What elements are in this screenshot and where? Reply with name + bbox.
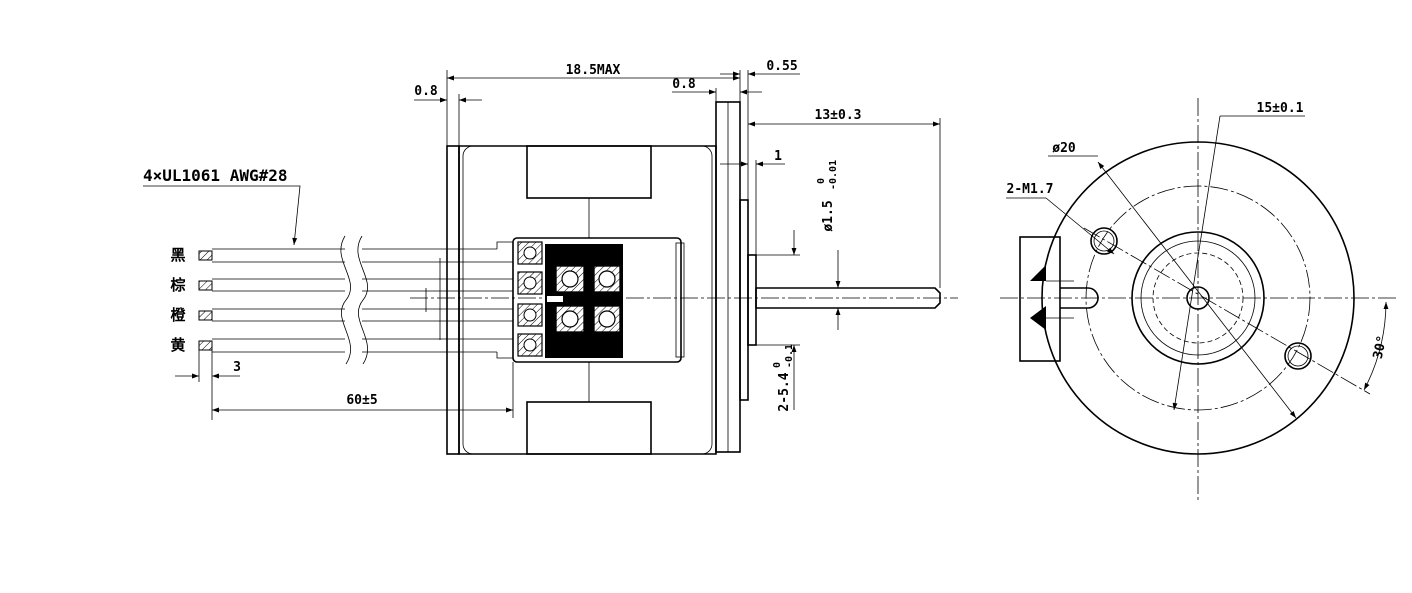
wire-spec: 4×UL1061 AWG#28 (143, 166, 288, 185)
rear-flange (446, 145, 460, 455)
wire-color-brown: 棕 (170, 276, 185, 294)
dim-boss-tol-upper: 0 (772, 362, 783, 368)
magnet-top (526, 145, 652, 199)
lead-wires (198, 235, 513, 365)
dim-mount-holes: 2-M1.7 (1007, 182, 1054, 197)
magnet-bottom (526, 401, 652, 455)
boss-step (747, 254, 757, 346)
mount-hole-2 (1284, 342, 1312, 370)
dim-strip-length: 3 (233, 360, 241, 375)
dim-shaft-length: 13±0.3 (815, 108, 862, 123)
boss (739, 199, 749, 401)
terminal-block (512, 237, 682, 363)
dim-boss-height: 0.55 (766, 59, 797, 74)
dim-boss-step: 1 (774, 149, 782, 164)
wire-color-yellow: 黄 (170, 336, 185, 354)
wire-color-black: 黑 (170, 246, 185, 264)
dim-end-cap: 0.8 (672, 77, 696, 92)
dim-shaft-tol-upper: 0 (816, 178, 827, 184)
mount-hole-1 (1090, 227, 1118, 255)
dim-boss-diameter-group: 2-5.4 0 -0.1 (772, 344, 795, 412)
dim-mount-pitch: 15±0.1 (1257, 101, 1304, 116)
terminal-tab (1019, 236, 1061, 362)
dim-line-holes (1045, 197, 1115, 255)
dim-shaft-diameter-group: ø1.5 0 -0.01 (816, 160, 839, 232)
dim-boss-tol-lower: -0.1 (784, 344, 795, 368)
dim-line-dia20 (1097, 161, 1297, 419)
terminal-edge (675, 242, 685, 358)
wire-color-orange: 橙 (170, 306, 186, 324)
shaft (755, 287, 941, 309)
dim-line-pitch (1172, 115, 1221, 411)
terminal-pads (517, 241, 621, 357)
dim-boss-diameter: 2-5.4 (777, 372, 792, 411)
dim-lead-length: 60±5 (346, 393, 377, 408)
dim-flange-thickness: 0.8 (414, 84, 438, 99)
dim-hole-angle: 30° (1371, 334, 1391, 360)
dim-arc-angle (1363, 301, 1389, 391)
side-view: 18.5MAX 0.8 0.8 0.55 13±0.3 1 ø1.5 0 -0.… (143, 59, 958, 455)
dim-shaft-tol-lower: -0.01 (828, 160, 839, 190)
dim-flange-diameter: ø20 (1052, 141, 1076, 156)
dim-shaft-diameter: ø1.5 (821, 200, 836, 231)
dim-overall-length: 18.5MAX (566, 63, 621, 78)
side-dimensions (143, 70, 941, 420)
front-view: 15±0.1 ø20 2-M1.7 30° (1000, 98, 1398, 500)
